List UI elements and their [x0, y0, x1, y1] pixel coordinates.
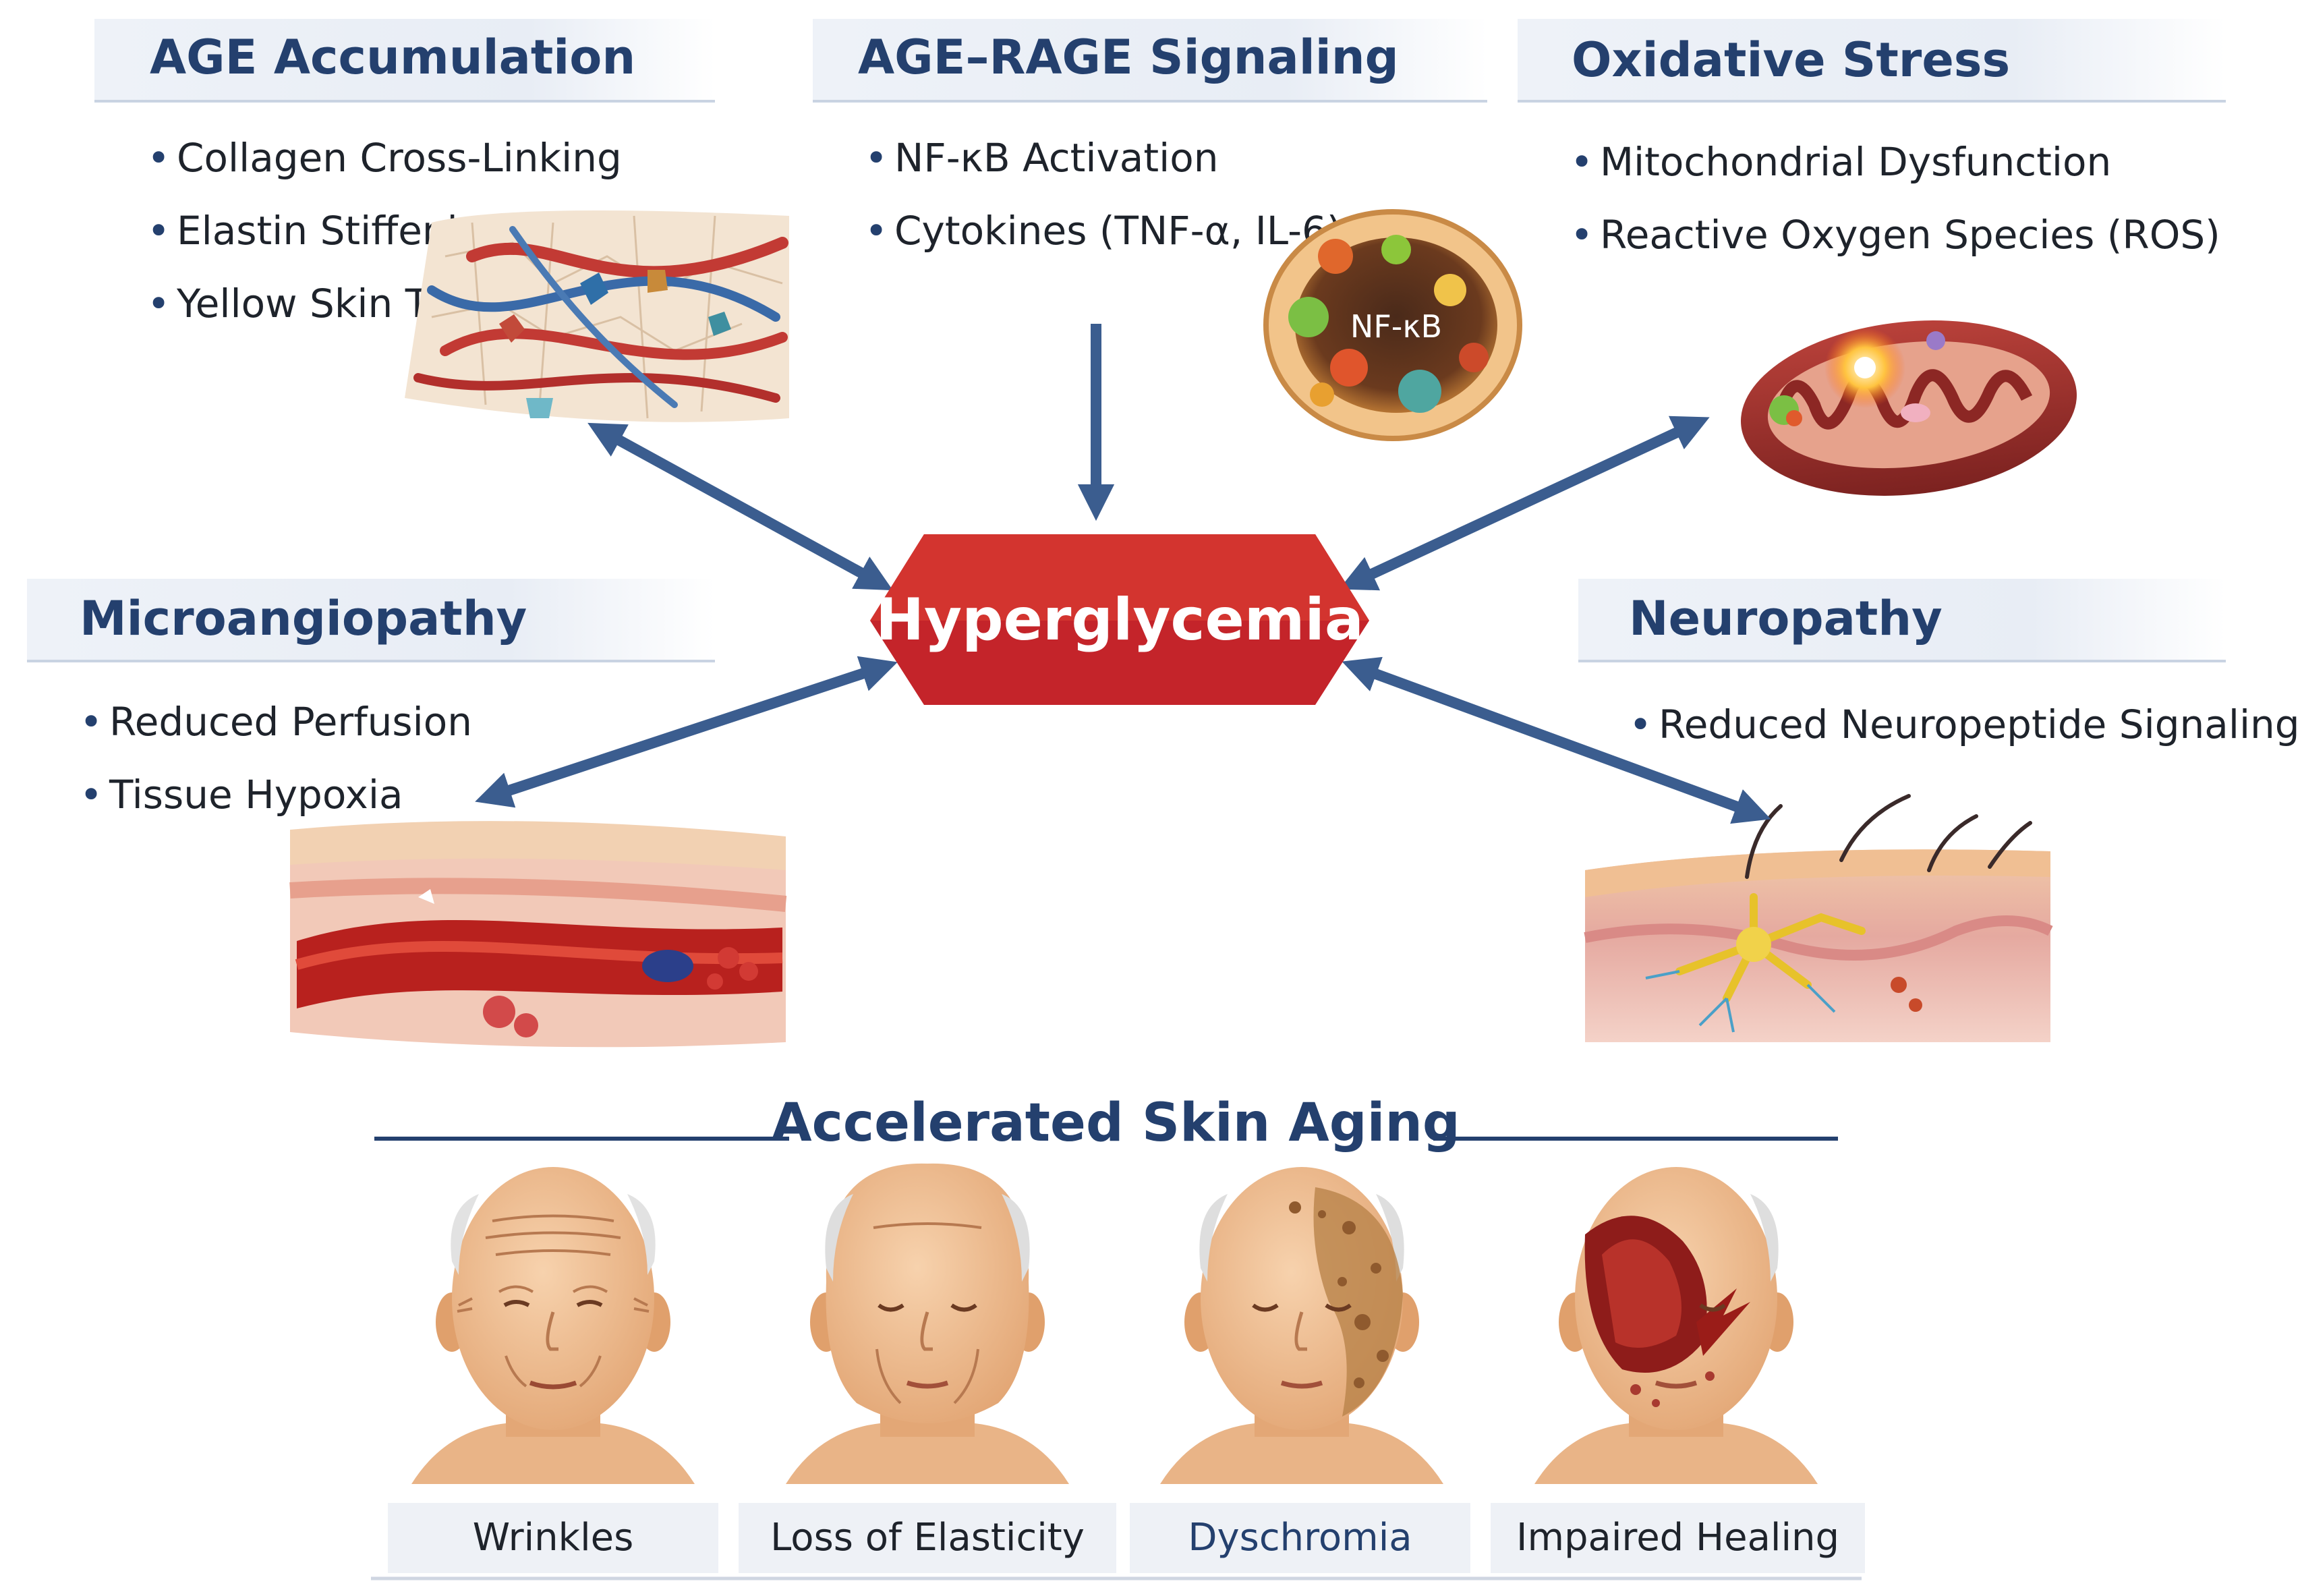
face-wrinkles — [411, 1167, 695, 1484]
panel-header-band — [813, 19, 1487, 103]
bullet-item: NF-κB Activation — [865, 121, 1342, 194]
face-label-loss-of-elasticity: Loss of Elasticity — [739, 1503, 1116, 1573]
bullet-item: Tissue Hypoxia — [80, 758, 472, 831]
blood-vessel-illustration — [289, 821, 787, 1048]
face-label-wrinkles: Wrinkles — [388, 1503, 718, 1573]
panel-title: AGE–RAGE Signaling — [858, 30, 1399, 85]
bullet-list: Mitochondrial Dysfunction Reactive Oxyge… — [1570, 125, 2220, 271]
arrow-oxidative-stress — [1339, 416, 1710, 591]
panel-header-band — [1518, 19, 2226, 103]
diagram-illustrations: NF-κB — [289, 209, 2077, 1580]
bullet-item: Reactive Oxygen Species (ROS) — [1570, 198, 2220, 271]
collagen-network-illustration — [405, 210, 789, 422]
connector-arrows — [475, 324, 1771, 824]
panel-title: Oxidative Stress — [1572, 32, 2011, 88]
panel-header-band — [27, 579, 715, 662]
bullet-item: Collagen Cross-Linking — [147, 121, 622, 194]
face-loss-of-elasticity — [786, 1163, 1069, 1484]
nfkb-cell-label: NF-κB — [1350, 308, 1442, 345]
arrow-neuropathy — [1342, 656, 1771, 824]
face-label-dyschromia: Dyschromia — [1130, 1503, 1470, 1573]
skin-nerve-illustration — [1584, 794, 2053, 1042]
bullet-list: Reduced Perfusion Tissue Hypoxia — [80, 685, 472, 831]
bullet-list: Collagen Cross-Linking Elastin Stiffenin… — [147, 121, 622, 340]
panel-title: Neuropathy — [1629, 591, 1943, 646]
nfkb-cell-illustration: NF-κB — [1263, 209, 1522, 441]
arrow-microangiopathy — [475, 656, 898, 808]
panel-header-band — [1578, 579, 2226, 662]
bullet-item: Mitochondrial Dysfunction — [1570, 125, 2220, 198]
panel-title: AGE Accumulation — [150, 30, 636, 85]
mitochondrion-illustration — [1741, 320, 2077, 496]
face-impaired-healing — [1534, 1167, 1818, 1484]
face-dyschromia — [1160, 1167, 1443, 1484]
bullet-item: Reduced Perfusion — [80, 685, 472, 758]
bullet-item: Cytokines (TNF-α, IL-6) — [865, 194, 1342, 267]
hub-label: Hyperglycemia — [875, 586, 1364, 654]
section-title-accelerated-skin-aging: Accelerated Skin Aging — [771, 1093, 1460, 1153]
face-label-impaired-healing: Impaired Healing — [1491, 1503, 1865, 1573]
bullet-list: NF-κB Activation Cytokines (TNF-α, IL-6) — [865, 121, 1342, 267]
hyperglycemia-hub: Hyperglycemia — [870, 534, 1369, 705]
arrow-age-accumulation — [587, 422, 893, 591]
panel-header-band — [94, 19, 715, 103]
panel-title: Microangiopathy — [80, 591, 527, 646]
